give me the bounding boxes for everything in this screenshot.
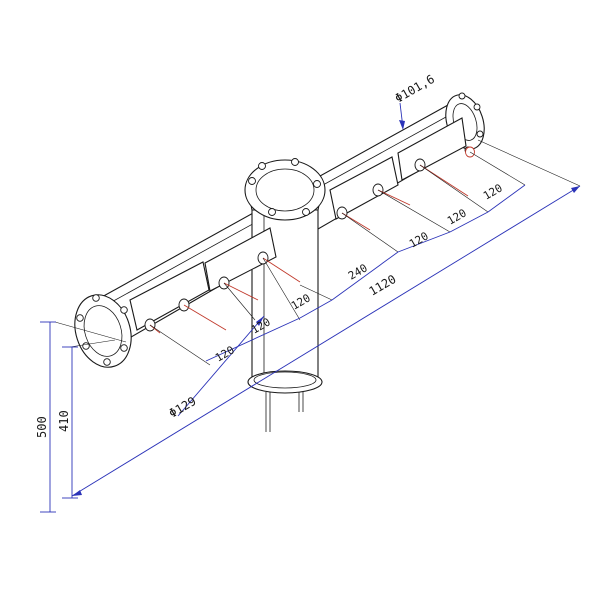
height-axis-label: 410 — [57, 410, 71, 432]
port-plates — [129, 117, 475, 332]
pitch-right-3-label: 120 — [481, 181, 505, 202]
pitch-right-1-label: 120 — [407, 229, 431, 250]
left-flange — [74, 294, 132, 368]
pitch-left-1-label: 120 — [213, 343, 237, 364]
overall-length-label: 1120 — [367, 272, 399, 299]
dia-main-label: Φ101,6 — [393, 72, 438, 106]
gap-center-label: 240 — [346, 261, 370, 282]
dia-leg-label: Φ129 — [167, 394, 199, 421]
extension-lines — [54, 139, 581, 366]
dimension-lines — [40, 102, 581, 513]
height-total-label: 500 — [35, 416, 49, 438]
top-flange — [244, 158, 326, 221]
arrowheads — [72, 120, 580, 496]
